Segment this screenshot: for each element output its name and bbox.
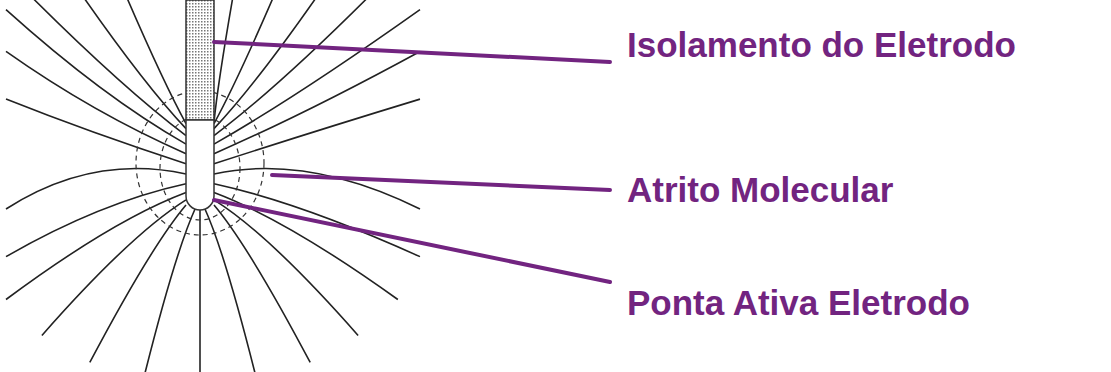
field-line xyxy=(214,10,420,144)
field-line xyxy=(6,10,186,144)
insulation-label: Isolamento do Eletrodo xyxy=(627,25,1016,65)
field-line xyxy=(53,0,186,129)
friction-label: Atrito Molecular xyxy=(627,170,893,210)
field-line xyxy=(102,0,186,124)
field-line xyxy=(6,51,186,153)
field-lines xyxy=(6,0,420,372)
field-line xyxy=(214,193,398,300)
field-line xyxy=(6,169,186,209)
field-line xyxy=(214,0,243,122)
electrode-insulation xyxy=(186,0,214,120)
field-line xyxy=(214,0,347,129)
electrode-tip xyxy=(186,120,214,210)
tip-label: Ponta Ativa Eletrodo xyxy=(627,283,970,323)
field-line xyxy=(42,200,186,336)
field-line xyxy=(214,169,420,209)
field-line xyxy=(214,99,420,164)
field-line xyxy=(214,200,358,336)
field-line xyxy=(143,208,195,372)
field-line xyxy=(214,51,420,153)
field-line xyxy=(214,205,310,362)
field-line xyxy=(214,0,389,136)
field-line xyxy=(205,208,257,372)
field-line xyxy=(11,0,186,136)
field-line xyxy=(199,208,201,372)
field-line xyxy=(6,184,186,257)
field-line xyxy=(6,193,186,300)
leader-lines xyxy=(214,42,610,282)
field-line xyxy=(214,0,298,124)
field-line xyxy=(90,205,186,362)
